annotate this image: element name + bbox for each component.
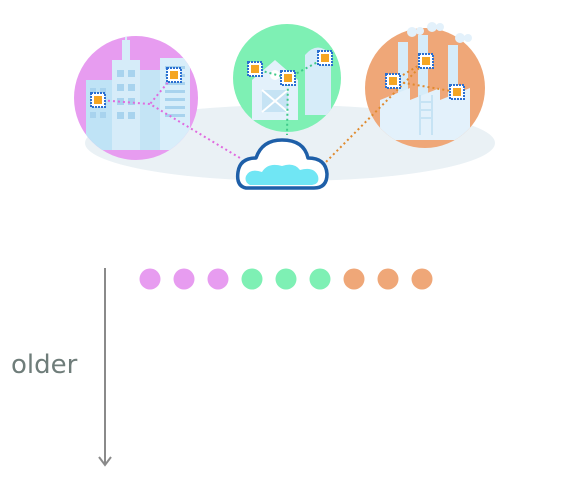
message-dot-factory bbox=[343, 268, 365, 290]
message-dot-farm bbox=[241, 268, 263, 290]
message-dot-city bbox=[139, 268, 161, 290]
message-stream bbox=[139, 268, 433, 290]
arrow-head-icon bbox=[98, 456, 112, 467]
message-dot-factory bbox=[411, 268, 433, 290]
message-dot-city bbox=[173, 268, 195, 290]
message-dot-farm bbox=[309, 268, 331, 290]
axis-label: older bbox=[11, 350, 78, 380]
farm-line bbox=[254, 68, 290, 136]
sensor-chip-icon bbox=[280, 70, 296, 86]
cloud-icon bbox=[235, 138, 329, 190]
sensor-chip-icon bbox=[166, 67, 182, 83]
sensor-chip-icon bbox=[418, 53, 434, 69]
sensor-chip-icon bbox=[317, 50, 333, 66]
smoke bbox=[407, 22, 472, 43]
message-dot-city bbox=[207, 268, 229, 290]
factory-scene bbox=[365, 22, 485, 148]
message-dot-farm bbox=[275, 268, 297, 290]
sensor-chips bbox=[90, 50, 465, 108]
sensor-chip-icon bbox=[247, 61, 263, 77]
message-dot-factory bbox=[377, 268, 399, 290]
sensor-chip-icon bbox=[449, 84, 465, 100]
sensor-chip-icon bbox=[90, 92, 106, 108]
sensor-chip-icon bbox=[385, 73, 401, 89]
time-axis bbox=[98, 268, 112, 467]
